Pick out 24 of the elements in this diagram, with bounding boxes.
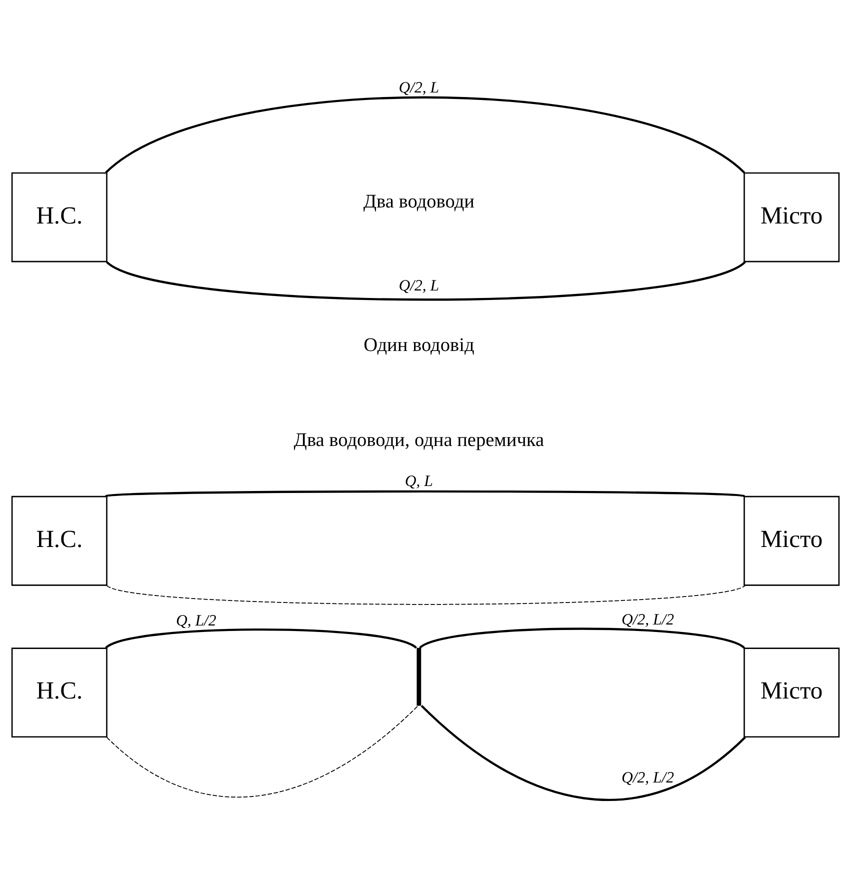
connector: [419, 628, 745, 649]
connector: [106, 585, 746, 605]
label: Два водоводи: [363, 191, 474, 212]
node-box: Місто: [744, 496, 840, 586]
node-box: Місто: [744, 172, 840, 262]
connector: [106, 705, 418, 798]
edge-label: Q/2, L/2: [621, 612, 674, 629]
edge-label: Q, L/2: [176, 612, 216, 630]
connector: [106, 490, 744, 498]
connector: [105, 628, 417, 649]
node-box: Н.С.: [11, 172, 108, 262]
node-box: Місто: [744, 648, 840, 738]
edge-label: Q, L: [404, 472, 433, 490]
label: Два водоводи, одна перемичка: [294, 430, 544, 451]
edge-label: Q/2, L/2: [621, 769, 674, 786]
node-box: Н.С.: [11, 496, 108, 586]
edge-label: Q/2, L: [398, 277, 440, 294]
edge-label: Q/2, L: [398, 79, 440, 96]
connector: [106, 261, 746, 301]
connector: [105, 96, 745, 174]
node-box: Н.С.: [11, 648, 108, 738]
label: Один водовід: [364, 335, 474, 356]
node-bar: [416, 648, 422, 706]
connector: [420, 704, 746, 801]
